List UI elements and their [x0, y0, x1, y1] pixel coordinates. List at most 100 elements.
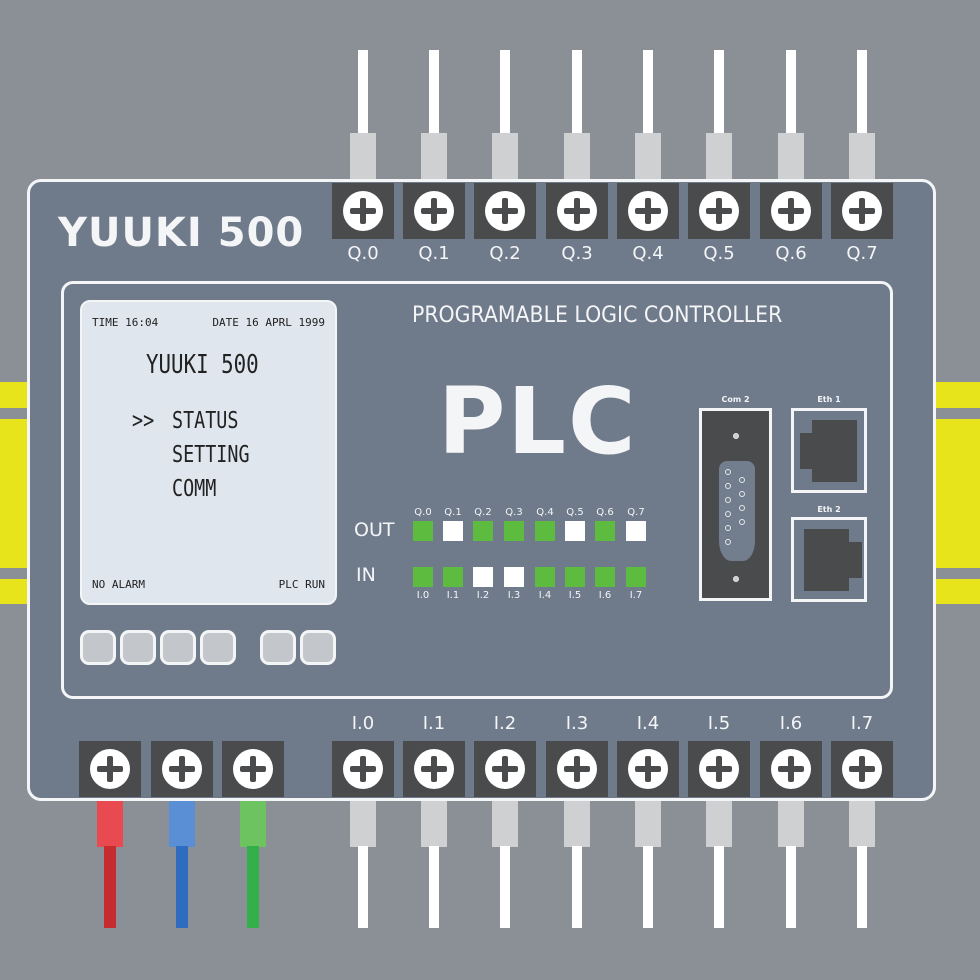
power-wire-sleeve: [97, 800, 123, 847]
input-terminal-label: I.2: [493, 713, 517, 734]
lcd-cursor: >>: [132, 408, 155, 434]
com-port-label: Com 2: [721, 395, 750, 404]
device-subtitle: PROGRAMABLE LOGIC CONTROLLER: [412, 303, 783, 328]
rj45-jack-icon: [812, 420, 857, 482]
keypad-button-2[interactable]: [120, 630, 156, 665]
input-terminal-label: I.0: [351, 713, 375, 734]
lcd-run-status: PLC RUN: [278, 578, 325, 591]
wire-sleeve: [421, 133, 447, 183]
output-terminal[interactable]: [760, 183, 822, 239]
input-terminal[interactable]: [474, 741, 536, 797]
output-led-label: Q.7: [627, 507, 645, 518]
screw-icon: [699, 749, 739, 789]
lcd-menu-setting[interactable]: SETTING: [172, 442, 250, 468]
output-led: [565, 521, 585, 541]
input-wire: [500, 846, 510, 928]
output-wire: [643, 50, 653, 140]
pin-icon: [739, 491, 745, 497]
output-led: [413, 521, 433, 541]
wire-sleeve: [849, 133, 875, 183]
output-led-label: Q.0: [414, 507, 432, 518]
input-terminal[interactable]: [760, 741, 822, 797]
screw-icon: [842, 191, 882, 231]
input-terminal[interactable]: [403, 741, 465, 797]
screw-icon: [733, 576, 739, 582]
output-wire: [714, 50, 724, 140]
input-wire: [643, 846, 653, 928]
keypad-button-3[interactable]: [160, 630, 196, 665]
wire-sleeve: [564, 133, 590, 183]
screw-icon: [343, 749, 383, 789]
input-terminal[interactable]: [831, 741, 893, 797]
com-port[interactable]: [699, 408, 772, 601]
lcd-alarm: NO ALARM: [92, 578, 145, 591]
pin-icon: [725, 483, 731, 489]
eth1-label: Eth 1: [817, 395, 841, 404]
power-wire-sleeve: [169, 800, 195, 847]
pin-icon: [739, 505, 745, 511]
rj45-jack-tab: [800, 433, 814, 469]
wire-sleeve: [706, 800, 732, 847]
rj45-jack-icon: [804, 529, 849, 591]
wire-sleeve: [778, 133, 804, 183]
output-terminal-label: Q.3: [561, 243, 593, 264]
input-terminal[interactable]: [688, 741, 750, 797]
lcd-menu-comm[interactable]: COMM: [172, 476, 217, 502]
eth2-port[interactable]: [791, 517, 867, 602]
screw-icon: [343, 191, 383, 231]
device-title: PLC: [438, 368, 638, 475]
keypad-button-6[interactable]: [300, 630, 336, 665]
output-wire: [358, 50, 368, 140]
wire-sleeve: [492, 133, 518, 183]
out-row-label: OUT: [354, 519, 395, 541]
power-terminal[interactable]: [79, 741, 141, 797]
output-wire: [857, 50, 867, 140]
input-led-label: I.1: [446, 590, 460, 601]
input-terminal[interactable]: [546, 741, 608, 797]
input-led: [443, 567, 463, 587]
power-wire-sleeve: [240, 800, 266, 847]
pin-icon: [739, 519, 745, 525]
wire-sleeve: [635, 800, 661, 847]
output-terminal[interactable]: [688, 183, 750, 239]
output-terminal[interactable]: [332, 183, 394, 239]
output-terminal[interactable]: [403, 183, 465, 239]
keypad-button-1[interactable]: [80, 630, 116, 665]
input-terminal[interactable]: [332, 741, 394, 797]
keypad-button-4[interactable]: [200, 630, 236, 665]
input-terminal-label: I.7: [850, 713, 874, 734]
screw-icon: [90, 749, 130, 789]
lcd-time: TIME 16:04: [92, 316, 159, 329]
screw-icon: [771, 749, 811, 789]
wire-sleeve: [350, 800, 376, 847]
output-terminal[interactable]: [474, 183, 536, 239]
wire-sleeve: [350, 133, 376, 183]
lcd-menu-status[interactable]: STATUS: [172, 408, 239, 434]
output-terminal[interactable]: [831, 183, 893, 239]
pin-icon: [739, 477, 745, 483]
pin-icon: [725, 525, 731, 531]
power-terminal[interactable]: [151, 741, 213, 797]
screw-icon: [485, 191, 525, 231]
wire-sleeve: [706, 133, 732, 183]
output-terminal-label: Q.6: [775, 243, 807, 264]
front-panel: [61, 281, 893, 699]
input-terminal[interactable]: [617, 741, 679, 797]
input-led: [413, 567, 433, 587]
screw-icon: [842, 749, 882, 789]
output-terminal[interactable]: [546, 183, 608, 239]
input-terminal-label: I.6: [779, 713, 803, 734]
eth1-port[interactable]: [791, 408, 867, 493]
screw-icon: [699, 191, 739, 231]
wire-sleeve: [421, 800, 447, 847]
screw-icon: [771, 191, 811, 231]
pin-icon: [725, 497, 731, 503]
brand-label: YUUKI 500: [58, 210, 305, 256]
output-terminal-label: Q.7: [846, 243, 878, 264]
output-terminal[interactable]: [617, 183, 679, 239]
keypad-button-5[interactable]: [260, 630, 296, 665]
input-led-label: I.7: [629, 590, 643, 601]
wire-sleeve: [849, 800, 875, 847]
power-terminal[interactable]: [222, 741, 284, 797]
input-led-label: I.3: [507, 590, 521, 601]
